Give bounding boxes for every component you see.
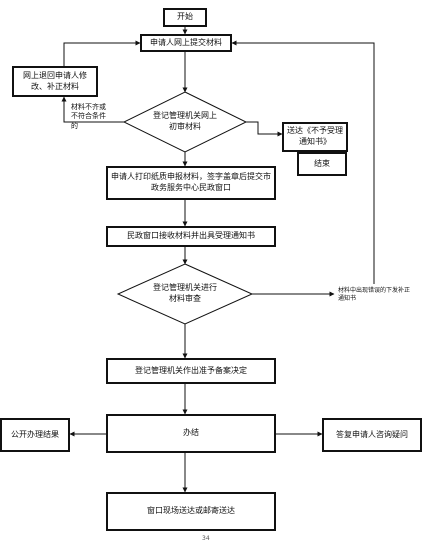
not-accept-notice-label: 送达《不予受理通知书》 xyxy=(287,126,343,146)
print-submit-label: 申请人打印纸质申报材料，签字盖章后提交市政务服务中心民政窗口 xyxy=(111,172,271,192)
process-label: 办结 xyxy=(183,428,199,438)
first-review-diamond xyxy=(122,91,248,153)
arrow-review-to-notice xyxy=(246,121,283,137)
first-review-label: 登记管理机关网上初审材料 xyxy=(153,111,217,131)
start-label: 开始 xyxy=(177,12,193,22)
delivery-label: 窗口现场送达或邮寄送达 xyxy=(147,506,235,516)
online-submit-label: 申请人网上提交材料 xyxy=(150,37,222,47)
approval-decision-box: 登记管理机关作出准予备案决定 xyxy=(106,358,276,384)
approval-decision-label: 登记管理机关作出准予备案决定 xyxy=(135,365,247,375)
online-submit-box: 申请人网上提交材料 xyxy=(140,34,232,52)
not-accept-notice-box: 送达《不予受理通知书》 xyxy=(282,122,348,152)
return-revise-box: 网上退回申请人修改、补正材料 xyxy=(12,66,98,97)
arrow-return-to-submit xyxy=(63,40,141,66)
delivery-box: 窗口现场送达或邮寄送达 xyxy=(106,492,276,531)
process-box: 办结 xyxy=(106,414,276,453)
arrow-correction-loop xyxy=(231,40,375,284)
publish-result-label: 公开办理结果 xyxy=(11,429,59,439)
accept-notice-box: 民政窗口接收材料并出具受理通知书 xyxy=(106,226,276,247)
print-submit-box: 申请人打印纸质申报材料，签字盖章后提交市政务服务中心民政窗口 xyxy=(106,166,276,200)
return-revise-label: 网上退回申请人修改、补正材料 xyxy=(23,70,87,91)
material-review-diamond xyxy=(116,263,254,325)
end-node: 结束 xyxy=(297,152,347,176)
arrow-review-to-return xyxy=(61,96,124,123)
answer-inquiry-box: 答复申请人咨询疑问 xyxy=(322,418,422,452)
not-qualified-label: 材料不齐或不符合条件的 xyxy=(71,103,106,130)
material-error-label: 材料中出现错误的下发补正通知书 xyxy=(338,287,411,303)
accept-notice-label: 民政窗口接收材料并出具受理通知书 xyxy=(127,231,255,241)
publish-result-box: 公开办理结果 xyxy=(0,418,70,452)
start-node: 开始 xyxy=(163,8,207,27)
answer-inquiry-label: 答复申请人咨询疑问 xyxy=(336,429,408,439)
end-label: 结束 xyxy=(314,158,330,168)
material-review-label: 登记管理机关进行材料审查 xyxy=(153,283,217,303)
page-number: 34 xyxy=(202,535,210,542)
